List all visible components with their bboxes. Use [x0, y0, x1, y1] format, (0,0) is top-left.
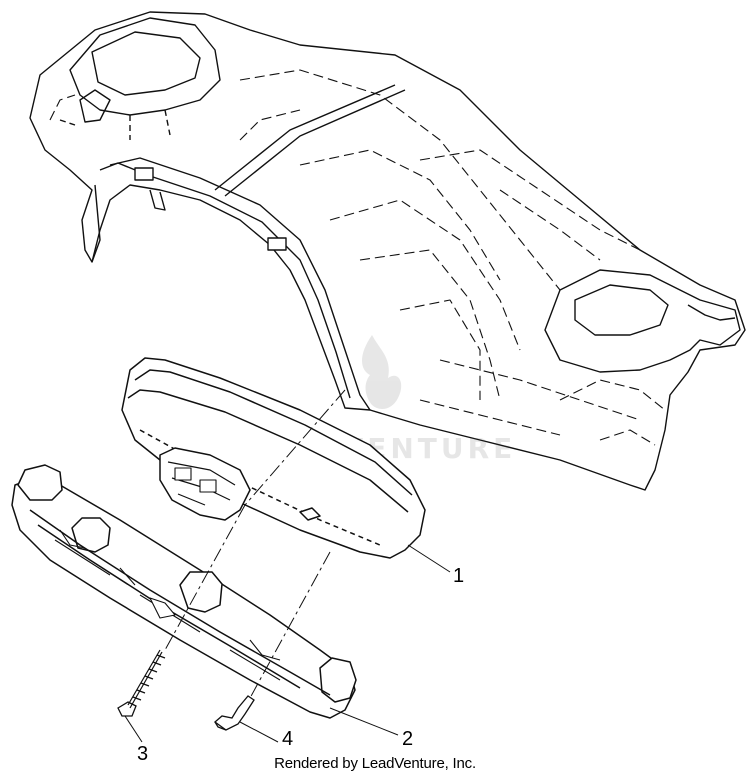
- callout-2-label: 2: [402, 728, 414, 750]
- leader-lines: [124, 544, 451, 743]
- part-1-instrument-cluster: [121, 357, 426, 559]
- part-3-screw: [117, 649, 166, 717]
- part-2-mounting-bracket: [11, 464, 357, 719]
- handlebar-cover: [29, 11, 746, 491]
- part-4-pin: [213, 695, 255, 731]
- assembly-centerlines: [164, 389, 346, 699]
- watermark-flame-icon: [362, 335, 402, 410]
- callout-4-label: 4: [282, 728, 294, 750]
- callout-3-label: 3: [137, 743, 149, 765]
- callout-1-label: 1: [453, 565, 465, 587]
- footer-credit: Rendered by LeadVenture, Inc.: [274, 755, 476, 772]
